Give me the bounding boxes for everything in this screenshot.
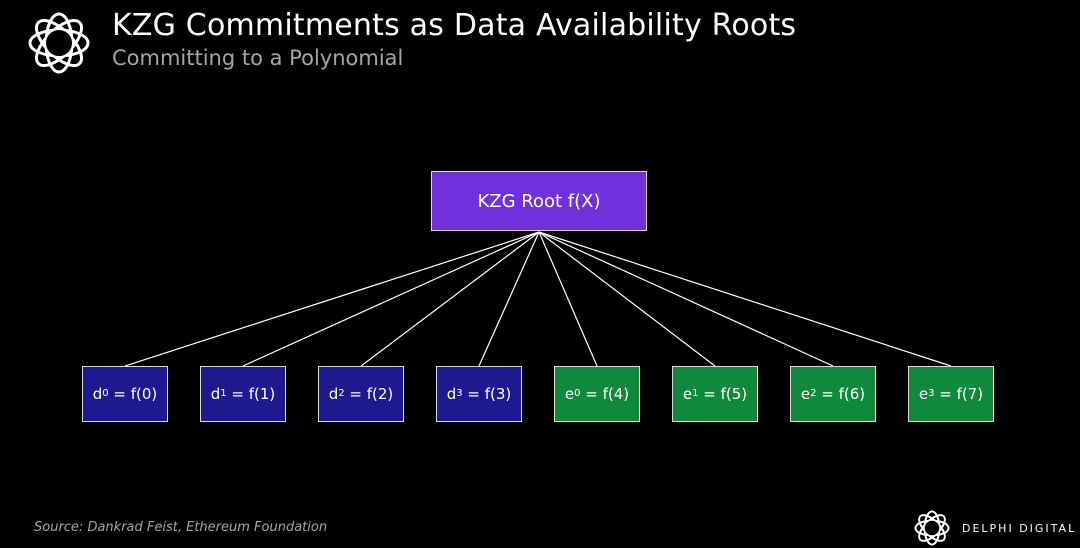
connector-line-2	[360, 231, 540, 367]
leaf-variable: e	[564, 385, 575, 403]
leaf-expression: = f(6)	[816, 385, 866, 403]
source-note: Source: Dankrad Feist, Ethereum Foundati…	[34, 520, 328, 535]
leaf-variable: d	[328, 385, 339, 403]
kzg-root-node: KZG Root f(X)	[431, 171, 647, 231]
connector-line-5	[538, 231, 716, 367]
leaf-expression: = f(2)	[344, 385, 394, 403]
kzg-root-label: KZG Root f(X)	[477, 190, 601, 212]
leaf-expression: = f(3)	[462, 385, 512, 403]
connector-line-6	[538, 231, 834, 367]
page-title: KZG Commitments as Data Availability Roo…	[112, 8, 797, 43]
connector-line-3	[478, 231, 540, 367]
connector-line-7	[538, 231, 952, 367]
delphi-logo-icon	[28, 12, 90, 74]
delphi-brand-icon	[914, 510, 950, 546]
connector-line-0	[124, 231, 540, 367]
brand-mark: DELPHI DIGITAL	[912, 508, 1076, 548]
leaf-expression: = f(5)	[698, 385, 748, 403]
leaf-variable: d	[446, 385, 457, 403]
leaf-expression: = f(4)	[580, 385, 630, 403]
brand-name: DELPHI DIGITAL	[962, 521, 1077, 535]
connector-line-4	[538, 231, 598, 367]
leaf-expression: = f(7)	[934, 385, 984, 403]
leaf-variable: e	[800, 385, 811, 403]
page-subtitle: Committing to a Polynomial	[112, 46, 404, 70]
leaf-variable: e	[682, 385, 693, 403]
connector-line-1	[242, 231, 540, 367]
leaf-expression: = f(0)	[108, 385, 158, 403]
leaf-variable: d	[92, 385, 103, 403]
leaf-expression: = f(1)	[226, 385, 276, 403]
leaf-variable: e	[918, 385, 929, 403]
leaf-variable: d	[210, 385, 221, 403]
